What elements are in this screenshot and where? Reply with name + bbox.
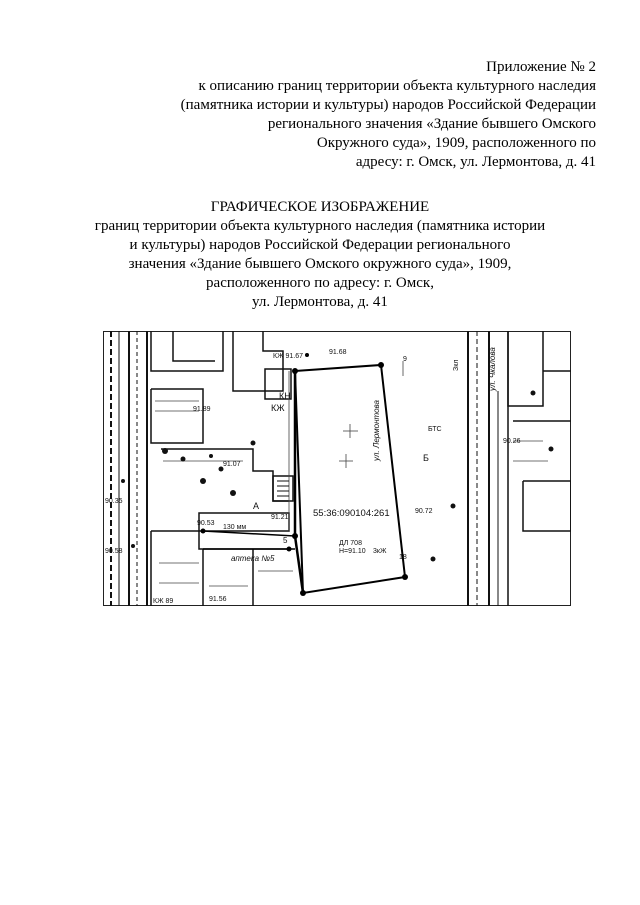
heading-line: и культуры) народов Российской Федерации… xyxy=(129,237,511,253)
label-elevation: 90.53 xyxy=(197,520,215,527)
label-kn: КН xyxy=(279,391,291,401)
label-btc: БТС xyxy=(428,426,442,433)
label-upon: ДЛ 708 xyxy=(339,540,362,547)
map-frame xyxy=(103,331,571,606)
label-kzh-top: КЖ 91.67 xyxy=(273,353,303,360)
label-elevation: 91.68 xyxy=(329,349,347,356)
label-elevation: 90.35 xyxy=(105,498,123,505)
appendix-line: регионального значения «Здание бывшего О… xyxy=(267,116,596,132)
buildings xyxy=(150,331,571,606)
detail-lines xyxy=(155,361,548,587)
tree-symbols xyxy=(121,390,554,562)
label-elevation: 90.72 xyxy=(415,508,433,515)
heading-line: значения «Здание бывшего Омского окружно… xyxy=(128,256,512,272)
label-kzh-bottom: КЖ 89 xyxy=(153,598,173,605)
label-elevation: 91.56 xyxy=(209,596,227,603)
label-elevation: 90.26 xyxy=(503,438,521,445)
label-street-right: ул. Чкалова xyxy=(488,347,497,392)
stairs xyxy=(277,480,289,497)
appendix-header: Приложение № 2 к описанию границ террито… xyxy=(76,58,596,172)
cadastral-number: 55:36:090104:261 xyxy=(313,508,390,519)
appendix-line: Окружного суда», 1909, расположенного по xyxy=(316,135,596,151)
cadastral-map: КЖ 91.67 91.68 КН КЖ 90.53 130 мм 91.21 … xyxy=(103,331,571,606)
appendix-line: адресу: г. Омск, ул. Лермонтова, д. 41 xyxy=(355,154,596,170)
label-height: 130 мм xyxy=(223,524,246,531)
label-number: 9 xyxy=(403,356,407,363)
appendix-line: (памятника истории и культуры) народов Р… xyxy=(180,97,596,113)
label-number: 18 xyxy=(399,554,407,561)
map-drawing: КЖ 91.67 91.68 КН КЖ 90.53 130 мм 91.21 … xyxy=(103,331,571,606)
parcel-boundary xyxy=(200,353,408,596)
label-stage: Б xyxy=(423,453,429,463)
label-kzh-mid: КЖ xyxy=(271,403,285,413)
label-street-vertical: ул. Лермонтова xyxy=(372,399,381,462)
label-upon: Н=91.10 xyxy=(339,548,366,555)
heading-line: ул. Лермонтова, д. 41 xyxy=(252,294,388,310)
label-elevation: 91.89 xyxy=(193,406,211,413)
label-elevation: 91.21 xyxy=(271,514,289,521)
heading-line: границ территории объекта культурного на… xyxy=(94,218,546,234)
map-labels: КЖ 91.67 91.68 КН КЖ 90.53 130 мм 91.21 … xyxy=(105,347,521,605)
left-street xyxy=(110,331,148,606)
heading-line: расположенного по адресу: г. Омск, xyxy=(206,275,434,291)
label-stage: А xyxy=(253,501,259,511)
label-number: 5 xyxy=(283,536,288,545)
appendix-number: Приложение № 2 xyxy=(486,59,596,75)
label-zdn: Зкл xyxy=(453,360,460,371)
label-pharmacy: аптека №5 xyxy=(231,554,275,563)
label-elevation: 90.58 xyxy=(105,548,123,555)
label-elevation: 91.07 xyxy=(223,461,241,468)
document-heading: ГРАФИЧЕСКОЕ ИЗОБРАЖЕНИЕ границ территори… xyxy=(0,198,640,312)
document-title: ГРАФИЧЕСКОЕ ИЗОБРАЖЕНИЕ xyxy=(210,199,430,215)
label-ab: 3кЖ xyxy=(373,548,387,555)
appendix-line: к описанию границ территории объекта кул… xyxy=(198,78,597,94)
